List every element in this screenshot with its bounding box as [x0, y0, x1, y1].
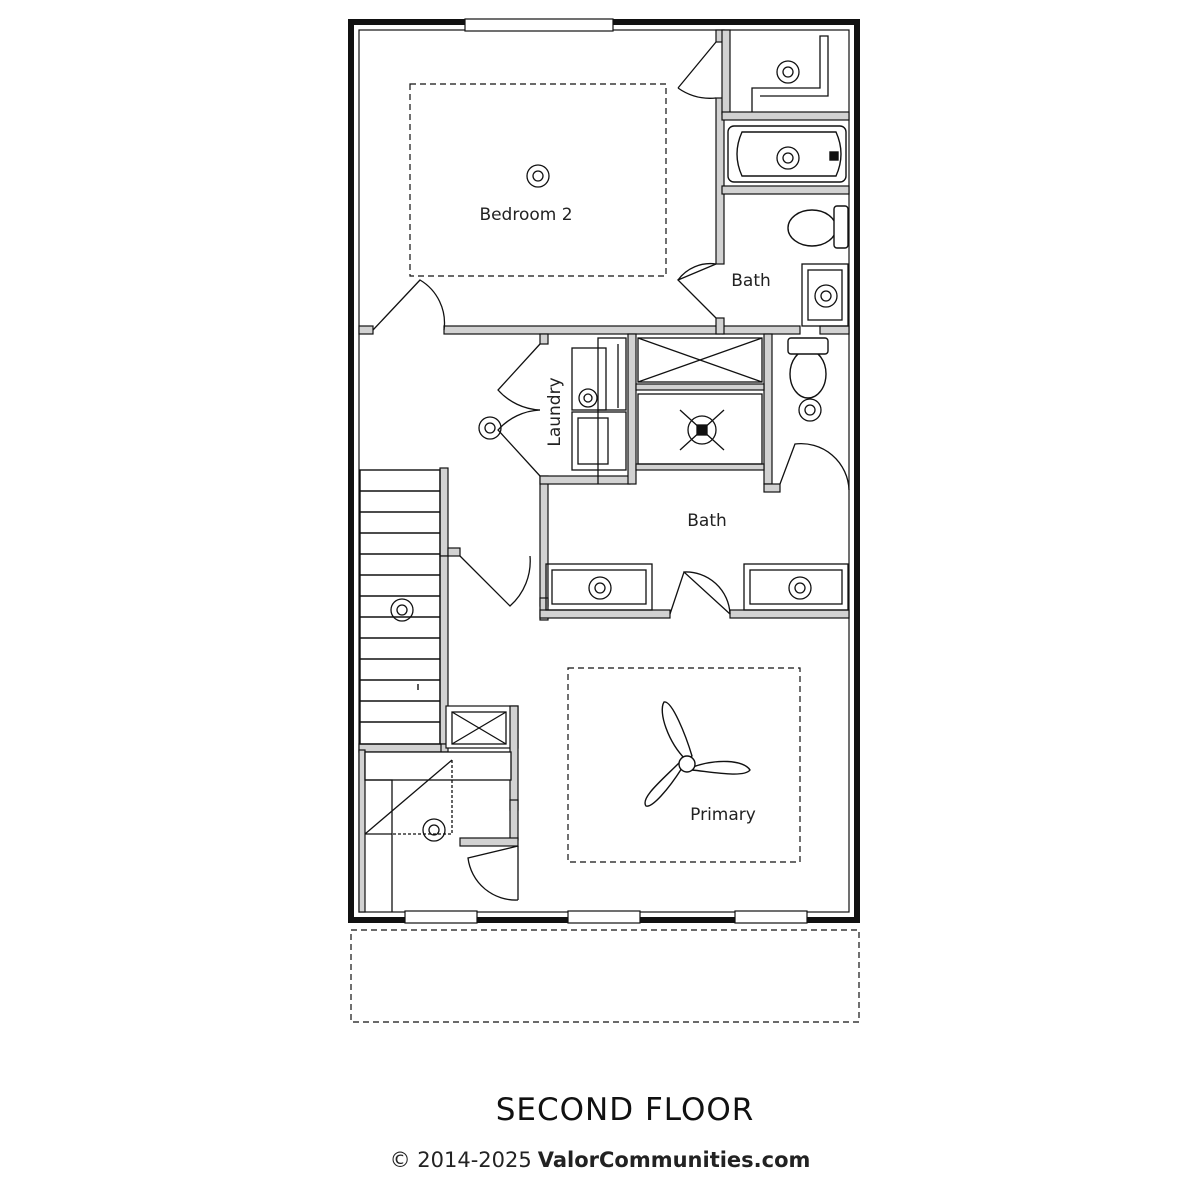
- ceiling-light-icon: [588, 576, 612, 600]
- room-label-bedroom-2: Bedroom 2: [479, 205, 572, 225]
- ceiling-light-icon: [814, 284, 838, 308]
- exterior-wall: [348, 19, 860, 923]
- ceiling-light-icon: [478, 416, 502, 440]
- dashed-outlines: [350, 83, 860, 1023]
- doors: [372, 41, 850, 901]
- ceiling-light-icon: [798, 398, 822, 422]
- upper-bath-vanity: [801, 263, 849, 327]
- laundry-machines: [571, 337, 627, 484]
- ceiling-fan-icon: [644, 701, 751, 807]
- copyright-text: © 2014-2025: [389, 1148, 532, 1172]
- plan-title: SECOND FLOOR: [495, 1092, 755, 1128]
- room-label-upper-bath: Bath: [731, 271, 771, 291]
- toilet: [787, 205, 849, 399]
- room-label-main-bath: Bath: [687, 511, 727, 531]
- ceiling-light-icon: [776, 146, 800, 170]
- room-label-primary: Primary: [690, 805, 756, 825]
- windows: [404, 18, 808, 924]
- ceiling-light-icon: [578, 388, 598, 408]
- main-bath-vanities: [545, 563, 849, 611]
- bathtub: [727, 125, 847, 183]
- primary-closet: [364, 751, 512, 912]
- room-label-laundry: Laundry: [545, 377, 565, 446]
- ceiling-light-icon: [788, 576, 812, 600]
- shower: [637, 337, 763, 465]
- ceiling-light-icon: [526, 164, 550, 188]
- brand-link[interactable]: ValorCommunities.com: [537, 1148, 811, 1172]
- ceiling-light-icon: [776, 60, 800, 84]
- ceiling-light-icons: [390, 60, 838, 842]
- closet-top-right: [751, 35, 829, 112]
- linen-closet: [451, 711, 507, 745]
- ceiling-light-icon: [422, 818, 446, 842]
- ceiling-light-icon: [390, 598, 414, 622]
- staircase: [359, 469, 441, 745]
